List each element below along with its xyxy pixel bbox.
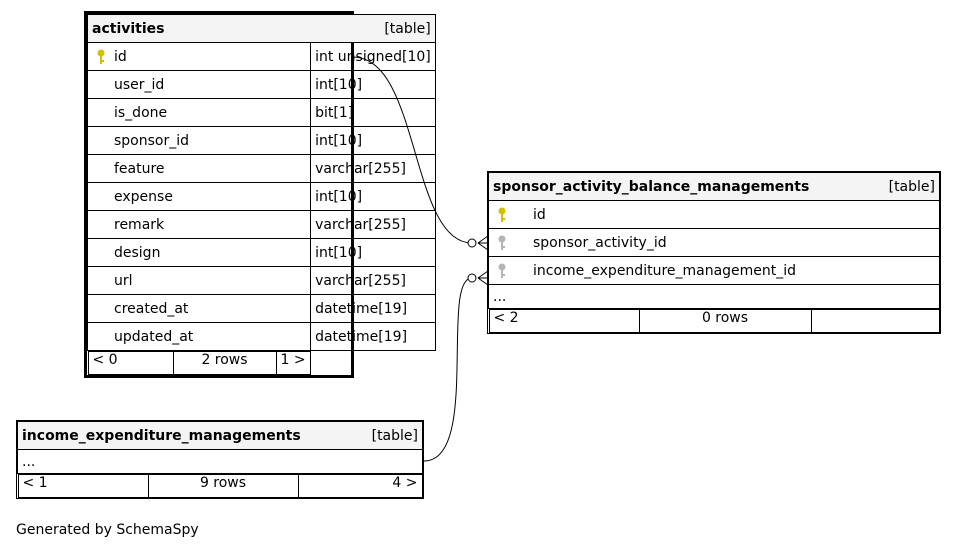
column-type: int unsigned[10] <box>310 42 436 71</box>
sponsor-ellipsis-row: ... <box>488 284 940 309</box>
table-row[interactable]: id <box>488 200 940 229</box>
activities-header: activities [table] <box>87 14 436 43</box>
column-type: datetime[19] <box>310 294 436 323</box>
footer-children <box>810 310 939 332</box>
column-name: is_done <box>86 98 312 127</box>
income-header: income_expenditure_managements [table] <box>17 421 423 450</box>
foreign-key-icon <box>497 263 507 279</box>
table-row[interactable]: sponsor_activity_id <box>488 228 940 257</box>
foreign-key-icon <box>497 235 507 251</box>
table-tag: [table] <box>888 178 935 195</box>
edge-activities-crowfoot <box>477 235 489 251</box>
column-type: datetime[19] <box>310 322 436 351</box>
edge-activities-zero-marker <box>467 238 477 248</box>
column-name: income_expenditure_management_id <box>488 256 940 285</box>
column-name: feature <box>86 154 312 183</box>
primary-key-icon <box>497 207 507 223</box>
sponsor-header: sponsor_activity_balance_managements [tab… <box>488 172 940 201</box>
income-footer: < 1 9 rows 4 > <box>17 474 423 498</box>
table-tag: [table] <box>371 427 418 444</box>
table-name: sponsor_activity_balance_managements <box>493 178 810 195</box>
footer-rows: 9 rows <box>147 475 298 497</box>
footer-parents: < 2 <box>493 310 519 326</box>
column-name: remark <box>86 210 312 239</box>
column-name: id <box>488 200 940 229</box>
column-name: id <box>86 42 312 71</box>
column-type: int[10] <box>310 182 436 211</box>
column-type: int[10] <box>310 70 436 99</box>
edge-income-zero-marker <box>467 273 477 283</box>
column-type: bit[1] <box>310 98 436 127</box>
column-type: int[10] <box>310 238 436 267</box>
table-tag: [table] <box>384 20 431 37</box>
column-name: url <box>86 266 312 295</box>
column-name: sponsor_activity_id <box>488 228 940 257</box>
column-name: user_id <box>86 70 312 99</box>
generated-by-caption: Generated by SchemaSpy <box>16 522 199 538</box>
footer-parents: < 1 <box>22 475 48 491</box>
column-type: varchar[255] <box>310 210 436 239</box>
column-name: expense <box>86 182 312 211</box>
table-name: income_expenditure_managements <box>22 427 301 444</box>
edge-income-to-sponsor <box>423 277 473 462</box>
footer-parents: < 0 <box>92 352 118 368</box>
column-name: created_at <box>86 294 312 323</box>
ellipsis: ... <box>17 449 423 474</box>
footer-rows: 0 rows <box>638 310 811 332</box>
column-name: updated_at <box>86 322 312 351</box>
edge-income-crowfoot <box>477 270 489 286</box>
column-name: design <box>86 238 312 267</box>
column-name: sponsor_id <box>86 126 312 155</box>
footer-children: 1 > <box>275 352 310 374</box>
sponsor-footer: < 2 0 rows <box>488 309 940 333</box>
ellipsis: ... <box>488 284 940 309</box>
column-type: int[10] <box>310 126 436 155</box>
column-type: varchar[255] <box>310 266 436 295</box>
income-expenditure-managements-table[interactable]: income_expenditure_managements [table] ..… <box>16 420 424 499</box>
income-ellipsis-row: ... <box>17 449 423 474</box>
column-type: varchar[255] <box>310 154 436 183</box>
table-row[interactable]: income_expenditure_management_id <box>488 256 940 285</box>
sponsor-activity-balance-managements-table[interactable]: sponsor_activity_balance_managements [tab… <box>487 171 941 334</box>
footer-rows: 2 rows <box>172 352 276 374</box>
footer-children: 4 > <box>297 475 422 497</box>
activities-footer: < 0 2 rows 1 > <box>87 351 436 375</box>
primary-key-icon <box>96 49 106 65</box>
table-name: activities <box>92 20 165 37</box>
